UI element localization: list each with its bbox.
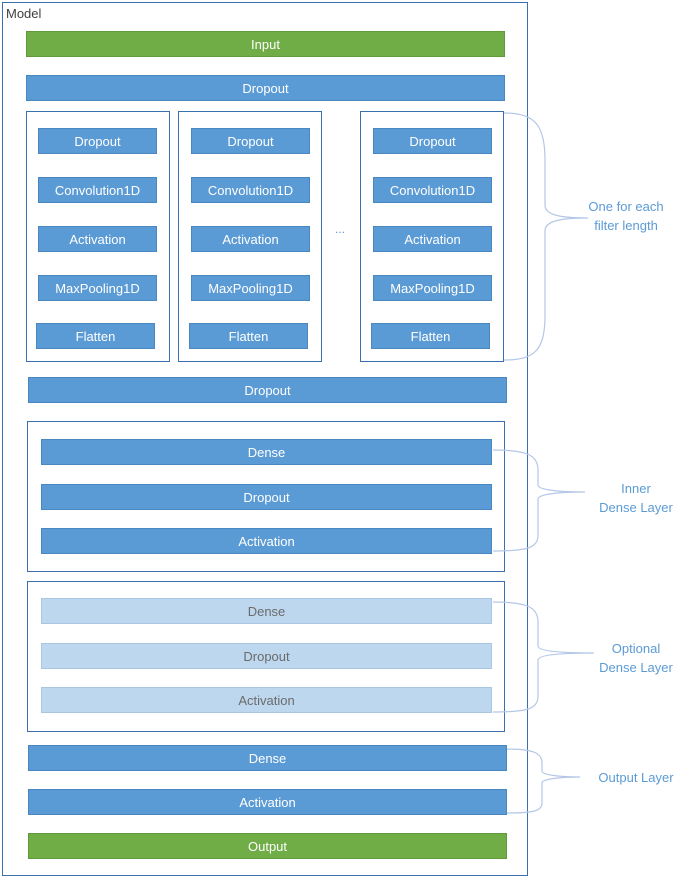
inner-dense: Dense <box>41 439 492 465</box>
model-title: Model <box>6 6 42 21</box>
annotation-filter: One for each filter length <box>576 197 676 235</box>
annotation-optional-line2: Dense Layer <box>599 660 673 675</box>
inner-dropout: Dropout <box>41 484 492 510</box>
filter2-maxpooling: MaxPooling1D <box>191 275 310 301</box>
annotation-inner: Inner Dense Layer <box>586 479 676 517</box>
filter1-flatten: Flatten <box>36 323 155 349</box>
filter1-dropout: Dropout <box>38 128 157 154</box>
filter2-activation: Activation <box>191 226 310 252</box>
optional-dropout: Dropout <box>41 643 492 669</box>
output-layer-activation: Activation <box>28 789 507 815</box>
filter3-flatten: Flatten <box>371 323 490 349</box>
filter3-activation: Activation <box>373 226 492 252</box>
annotation-filter-line2: filter length <box>594 218 658 233</box>
brace-inner <box>492 449 586 552</box>
filter3-maxpooling: MaxPooling1D <box>373 275 492 301</box>
brace-optional <box>492 601 595 713</box>
filter2-dropout: Dropout <box>191 128 310 154</box>
filter3-convolution: Convolution1D <box>373 177 492 203</box>
annotation-filter-line1: One for each <box>588 199 664 214</box>
brace-output <box>506 748 581 814</box>
annotation-optional: Optional Dense Layer <box>586 639 676 677</box>
filter3-dropout: Dropout <box>373 128 492 154</box>
filter2-flatten: Flatten <box>189 323 308 349</box>
brace-filter <box>503 112 589 361</box>
optional-activation: Activation <box>41 687 492 713</box>
dropout-layer-top: Dropout <box>26 75 505 101</box>
annotation-optional-line1: Optional <box>611 641 661 656</box>
filter2-convolution: Convolution1D <box>191 177 310 203</box>
filter1-maxpooling: MaxPooling1D <box>38 275 157 301</box>
annotation-output: Output Layer <box>586 768 676 787</box>
annotation-inner-line2: Dense Layer <box>599 500 673 515</box>
annotation-inner-line1: Inner <box>621 481 651 496</box>
input-layer: Input <box>26 31 505 57</box>
optional-dense: Dense <box>41 598 492 624</box>
annotation-output-line1: Output Layer <box>598 770 674 785</box>
ellipsis: ... <box>335 222 346 236</box>
inner-activation: Activation <box>41 528 492 554</box>
output-layer: Output <box>28 833 507 859</box>
dropout-layer-mid: Dropout <box>28 377 507 403</box>
filter1-activation: Activation <box>38 226 157 252</box>
filter1-convolution: Convolution1D <box>38 177 157 203</box>
output-layer-dense: Dense <box>28 745 507 771</box>
